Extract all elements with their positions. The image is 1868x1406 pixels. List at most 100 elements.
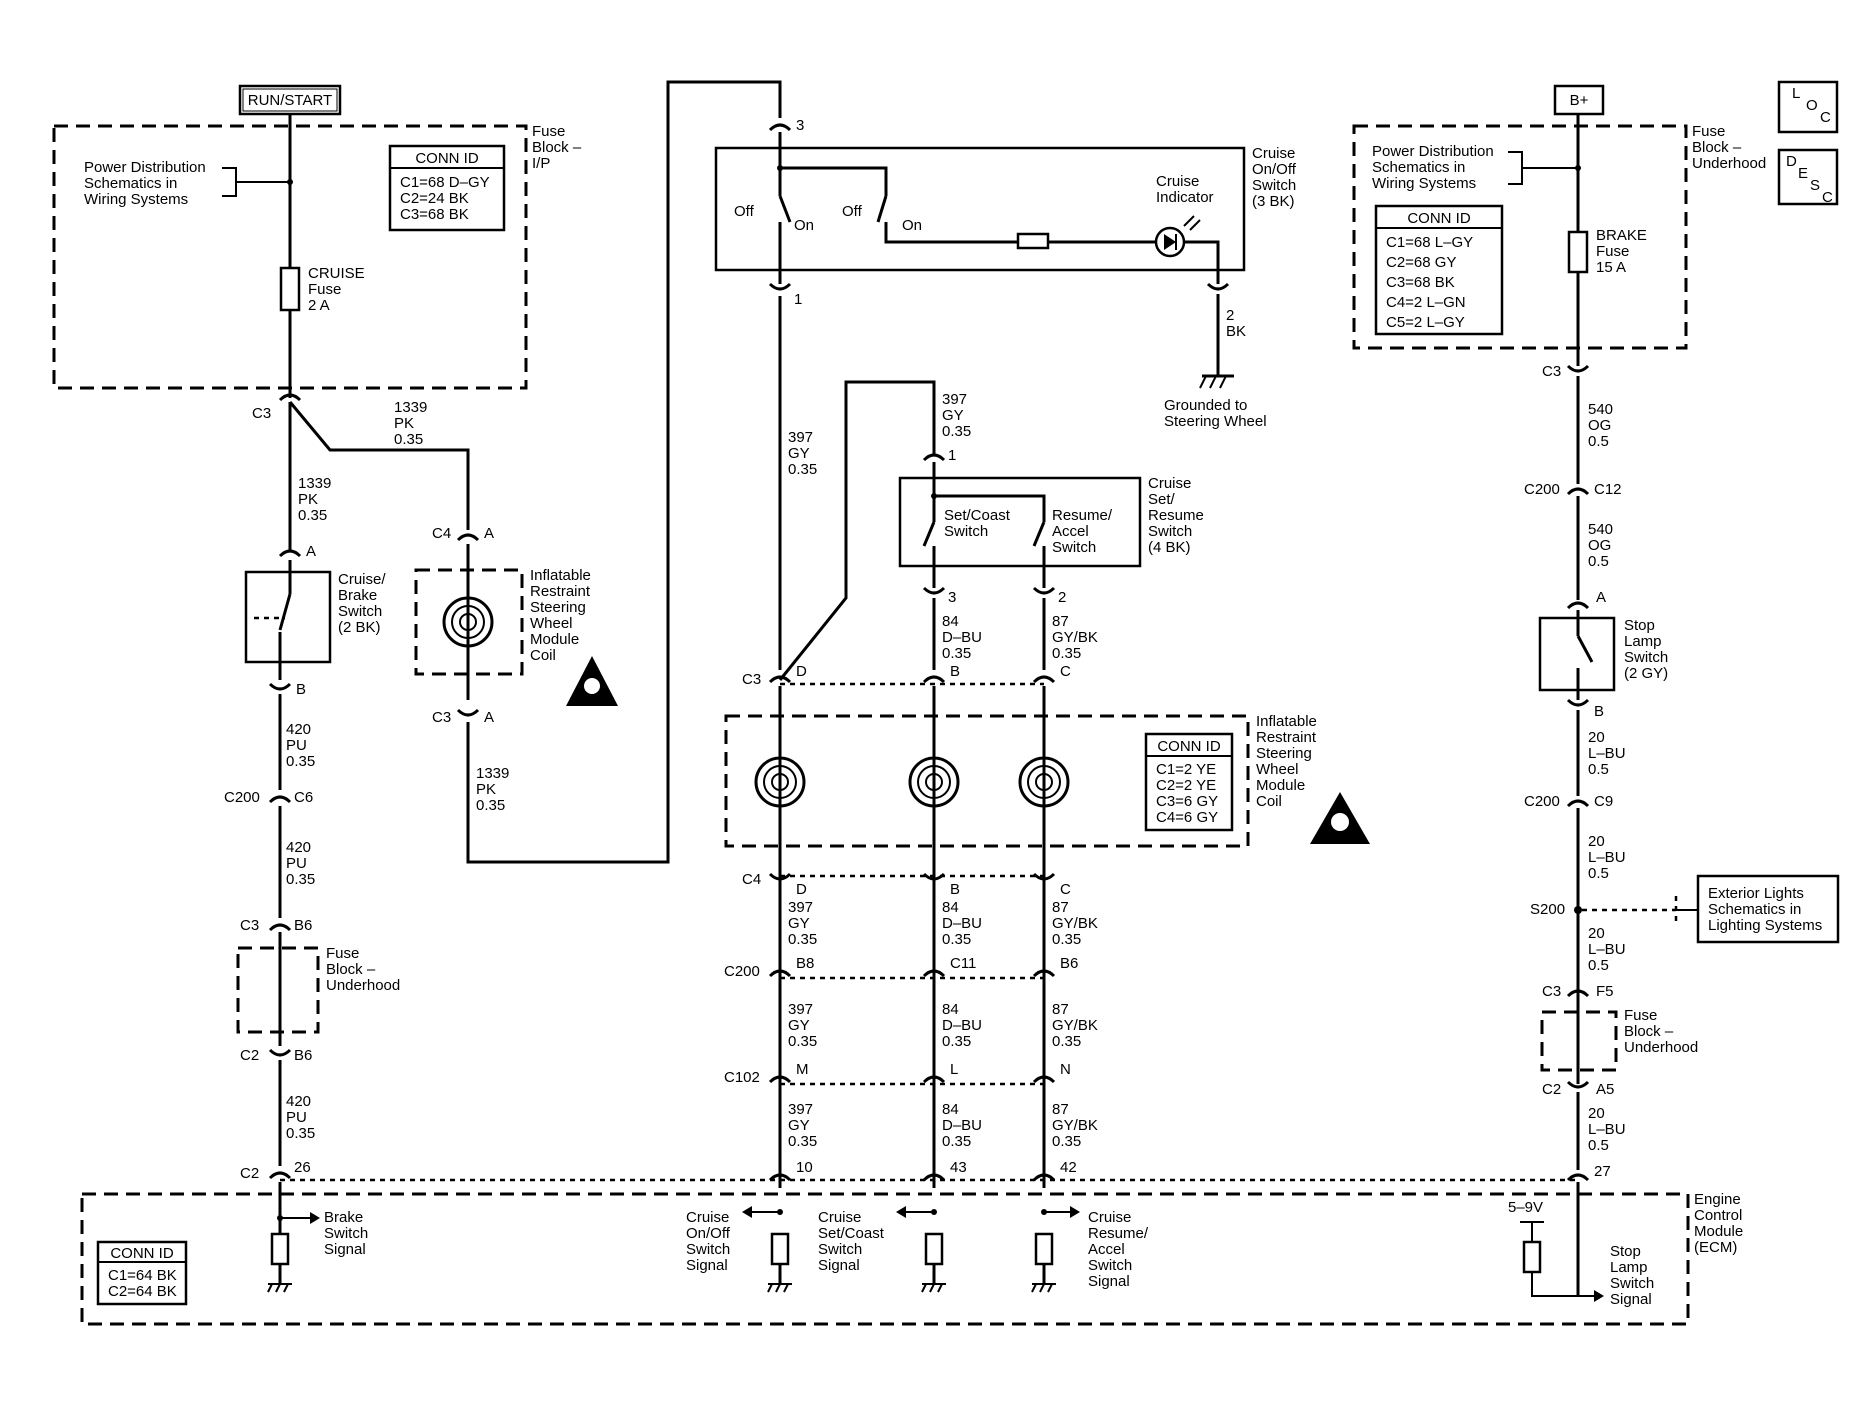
ground-icon-ecm-2 — [767, 1283, 792, 1293]
conn-id-table-ecm: CONN ID C1=64 BK C2=64 BK — [96, 1240, 188, 1306]
svg-text:D–BU: D–BU — [942, 1117, 982, 1134]
svg-text:Brake: Brake — [338, 587, 377, 604]
airbag-warning-icon-2 — [1310, 792, 1370, 844]
svg-text:0.35: 0.35 — [286, 753, 315, 770]
svg-text:Fuse: Fuse — [1692, 123, 1725, 140]
svg-text:84: 84 — [942, 1001, 959, 1018]
svg-text:Inflatable: Inflatable — [530, 567, 591, 584]
svg-text:CRUISE: CRUISE — [308, 265, 365, 282]
svg-text:Resume/: Resume/ — [1052, 507, 1113, 524]
b-plus-label: B+ — [1553, 84, 1605, 116]
svg-text:Power Distribution: Power Distribution — [1372, 143, 1494, 160]
svg-text:A5: A5 — [1596, 1081, 1614, 1098]
svg-text:N: N — [1060, 1061, 1071, 1078]
svg-text:GY/BK: GY/BK — [1052, 1117, 1098, 1134]
svg-text:1: 1 — [794, 291, 802, 308]
svg-text:Engine: Engine — [1694, 1191, 1741, 1208]
svg-text:C6: C6 — [294, 789, 313, 806]
svg-text:C1=2 YE: C1=2 YE — [1156, 761, 1216, 778]
svg-text:Switch: Switch — [324, 1225, 368, 1242]
fuse-block-underhood-right-2: Fuse Block – Underhood — [1540, 1007, 1698, 1072]
svg-text:C3: C3 — [742, 671, 761, 688]
svg-text:C: C — [1820, 109, 1831, 126]
svg-text:BK: BK — [1226, 323, 1246, 340]
svg-text:Cruise/: Cruise/ — [338, 571, 386, 588]
svg-text:PK: PK — [476, 781, 496, 798]
svg-text:0.35: 0.35 — [286, 1125, 315, 1142]
svg-text:0.5: 0.5 — [1588, 553, 1609, 570]
ground-icon — [1199, 374, 1234, 389]
svg-text:B6: B6 — [1060, 955, 1078, 972]
svg-text:0.35: 0.35 — [942, 1133, 971, 1150]
svg-text:D: D — [796, 663, 807, 680]
svg-text:397: 397 — [942, 391, 967, 408]
svg-text:B: B — [296, 681, 306, 698]
svg-text:Switch: Switch — [1088, 1257, 1132, 1274]
svg-text:C1=68 L–GY: C1=68 L–GY — [1386, 234, 1473, 251]
svg-text:0.35: 0.35 — [788, 461, 817, 478]
svg-text:84: 84 — [942, 613, 959, 630]
svg-text:Inflatable: Inflatable — [1256, 713, 1317, 730]
desc-icon: D E S C — [1777, 148, 1839, 206]
svg-text:20: 20 — [1588, 729, 1605, 746]
svg-text:C1=68 D–GY: C1=68 D–GY — [400, 174, 490, 191]
svg-text:0.35: 0.35 — [942, 423, 971, 440]
cruise-indicator-icon — [1154, 215, 1201, 258]
svg-text:Block –: Block – — [1692, 139, 1742, 156]
svg-text:Set/Coast: Set/Coast — [818, 1225, 885, 1242]
svg-text:C3: C3 — [252, 405, 271, 422]
svg-text:5–9V: 5–9V — [1508, 1199, 1543, 1216]
svg-text:Module: Module — [530, 631, 579, 648]
svg-text:397: 397 — [788, 1001, 813, 1018]
svg-text:Underhood: Underhood — [1692, 155, 1766, 172]
svg-text:Signal: Signal — [818, 1257, 860, 1274]
svg-text:OG: OG — [1588, 417, 1611, 434]
svg-text:Steering Wheel: Steering Wheel — [1164, 413, 1267, 430]
svg-text:0.35: 0.35 — [942, 645, 971, 662]
svg-text:(3 BK): (3 BK) — [1252, 193, 1295, 210]
svg-text:C2=24 BK: C2=24 BK — [400, 190, 469, 207]
svg-text:2 A: 2 A — [308, 297, 330, 314]
svg-text:Coil: Coil — [1256, 793, 1282, 810]
cruise-onoff-switch: 3 Off On Off On Cruise Indicator Cruise … — [714, 117, 1297, 284]
svg-text:C2: C2 — [240, 1047, 259, 1064]
svg-text:Cruise: Cruise — [1156, 173, 1199, 190]
svg-text:87: 87 — [1052, 1001, 1069, 1018]
svg-text:On/Off: On/Off — [686, 1225, 731, 1242]
svg-text:15 A: 15 A — [1596, 259, 1626, 276]
ecm-module: Engine Control Module (ECM) CONN ID C1=6… — [80, 1182, 1743, 1326]
svg-text:GY/BK: GY/BK — [1052, 915, 1098, 932]
svg-text:Schematics in: Schematics in — [1708, 901, 1801, 918]
svg-text:Switch: Switch — [818, 1241, 862, 1258]
svg-text:Cruise: Cruise — [818, 1209, 861, 1226]
svg-text:Off: Off — [734, 203, 755, 220]
svg-text:Module: Module — [1256, 777, 1305, 794]
svg-text:2: 2 — [1058, 589, 1066, 606]
svg-text:CONN ID: CONN ID — [1157, 738, 1221, 755]
svg-text:(4 BK): (4 BK) — [1148, 539, 1191, 556]
coil-middle: CONN ID C1=2 YE C2=2 YE C3=6 GY C4=6 GY … — [724, 713, 1317, 848]
brake-fuse-icon — [1567, 230, 1589, 274]
svg-text:Schematics in: Schematics in — [84, 175, 177, 192]
svg-text:Switch: Switch — [1252, 177, 1296, 194]
svg-text:L: L — [1792, 85, 1800, 102]
svg-text:Switch: Switch — [1052, 539, 1096, 556]
svg-text:GY/BK: GY/BK — [1052, 629, 1098, 646]
svg-text:C3=68 BK: C3=68 BK — [1386, 274, 1455, 291]
svg-text:43: 43 — [950, 1159, 967, 1176]
ground-icon-ecm-4 — [1031, 1283, 1056, 1293]
svg-text:C: C — [1822, 189, 1833, 206]
svg-text:S200: S200 — [1530, 901, 1565, 918]
svg-text:BRAKE: BRAKE — [1596, 227, 1647, 244]
svg-text:(2 GY): (2 GY) — [1624, 665, 1668, 682]
svg-text:PK: PK — [298, 491, 318, 508]
svg-text:On: On — [794, 217, 814, 234]
svg-text:20: 20 — [1588, 1105, 1605, 1122]
svg-text:Wiring Systems: Wiring Systems — [84, 191, 188, 208]
svg-text:0.35: 0.35 — [298, 507, 327, 524]
svg-text:Restraint: Restraint — [1256, 729, 1317, 746]
ground-icon-ecm-1 — [267, 1283, 292, 1293]
svg-text:B6: B6 — [294, 1047, 312, 1064]
svg-text:D: D — [796, 881, 807, 898]
svg-text:87: 87 — [1052, 613, 1069, 630]
